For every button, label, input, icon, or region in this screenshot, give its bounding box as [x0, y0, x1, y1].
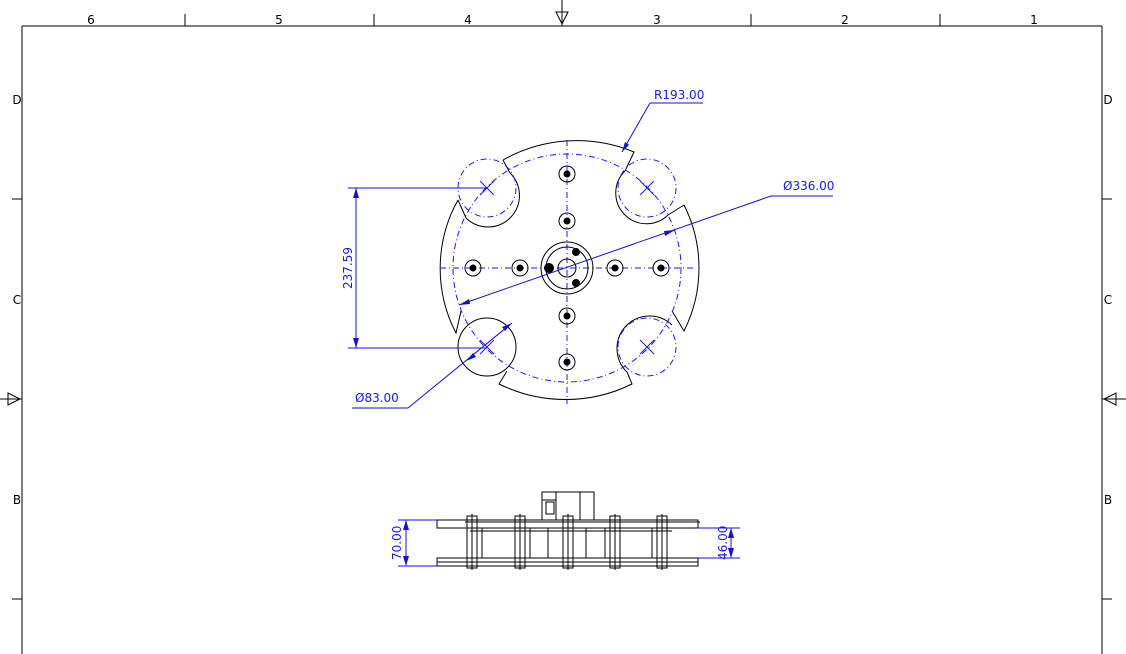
- row-label-right: C: [1104, 293, 1112, 307]
- bolt-hole: [606, 259, 624, 277]
- row-label-left: C: [13, 293, 21, 307]
- dim-label-outer-radius: R193.00: [654, 88, 704, 102]
- notch-top-left: [465, 172, 520, 228]
- column-label: 6: [87, 13, 95, 27]
- plate-outline-bottom-arc: [498, 371, 633, 401]
- bolt-holes: [464, 165, 670, 371]
- column-label: 3: [653, 13, 661, 27]
- row-label-right: B: [1104, 493, 1112, 507]
- notch-bottom-left: [457, 317, 517, 377]
- dim-label-bolt-circle: Ø336.00: [783, 179, 834, 193]
- bolt-hole: [558, 165, 576, 183]
- plate-outline-right-arc: [671, 204, 700, 333]
- dimension-bolt-circle: [458, 195, 833, 306]
- dim-label-plate-gap: 46.00: [716, 526, 730, 560]
- plate-outline-left-arc: [439, 199, 462, 335]
- plate-outline-top-arc: [502, 140, 635, 172]
- dimension-side-height: [398, 519, 437, 567]
- row-label-right: D: [1103, 93, 1112, 107]
- dimension-plate-gap: [698, 527, 740, 559]
- column-label: 1: [1030, 13, 1038, 27]
- column-label: 4: [464, 13, 472, 27]
- row-label-left: D: [12, 93, 21, 107]
- centering-mark-left: [0, 392, 22, 406]
- bolt-hole: [558, 353, 576, 371]
- bolt-hole: [464, 259, 482, 277]
- dimension-notch-diameter: [352, 322, 513, 409]
- bolt-hole: [558, 307, 576, 325]
- dimension-outer-radius: [621, 102, 703, 153]
- dim-label-notch-spacing: 237.59: [341, 247, 355, 289]
- bolt-columns: [437, 514, 700, 570]
- dimension-notch-spacing: [348, 187, 487, 349]
- centering-mark-right: [1102, 392, 1126, 406]
- column-label: 5: [275, 13, 283, 27]
- notch-top-right: [615, 170, 669, 225]
- bolt-hole: [652, 259, 670, 277]
- centering-mark-top: [555, 0, 569, 26]
- column-label: 2: [841, 13, 849, 27]
- row-label-left: B: [13, 493, 21, 507]
- notch-bottom-right: [616, 315, 673, 373]
- dim-label-side-height: 70.00: [390, 526, 404, 560]
- dim-label-notch-diameter: Ø83.00: [355, 391, 399, 405]
- side-view: 70.00 46.00: [390, 491, 740, 570]
- bolt-hole: [511, 259, 529, 277]
- central-hub: [540, 241, 594, 295]
- top-view: R193.00 Ø336.00 Ø83.00 237.59: [341, 88, 834, 409]
- bolt-hole: [558, 212, 576, 230]
